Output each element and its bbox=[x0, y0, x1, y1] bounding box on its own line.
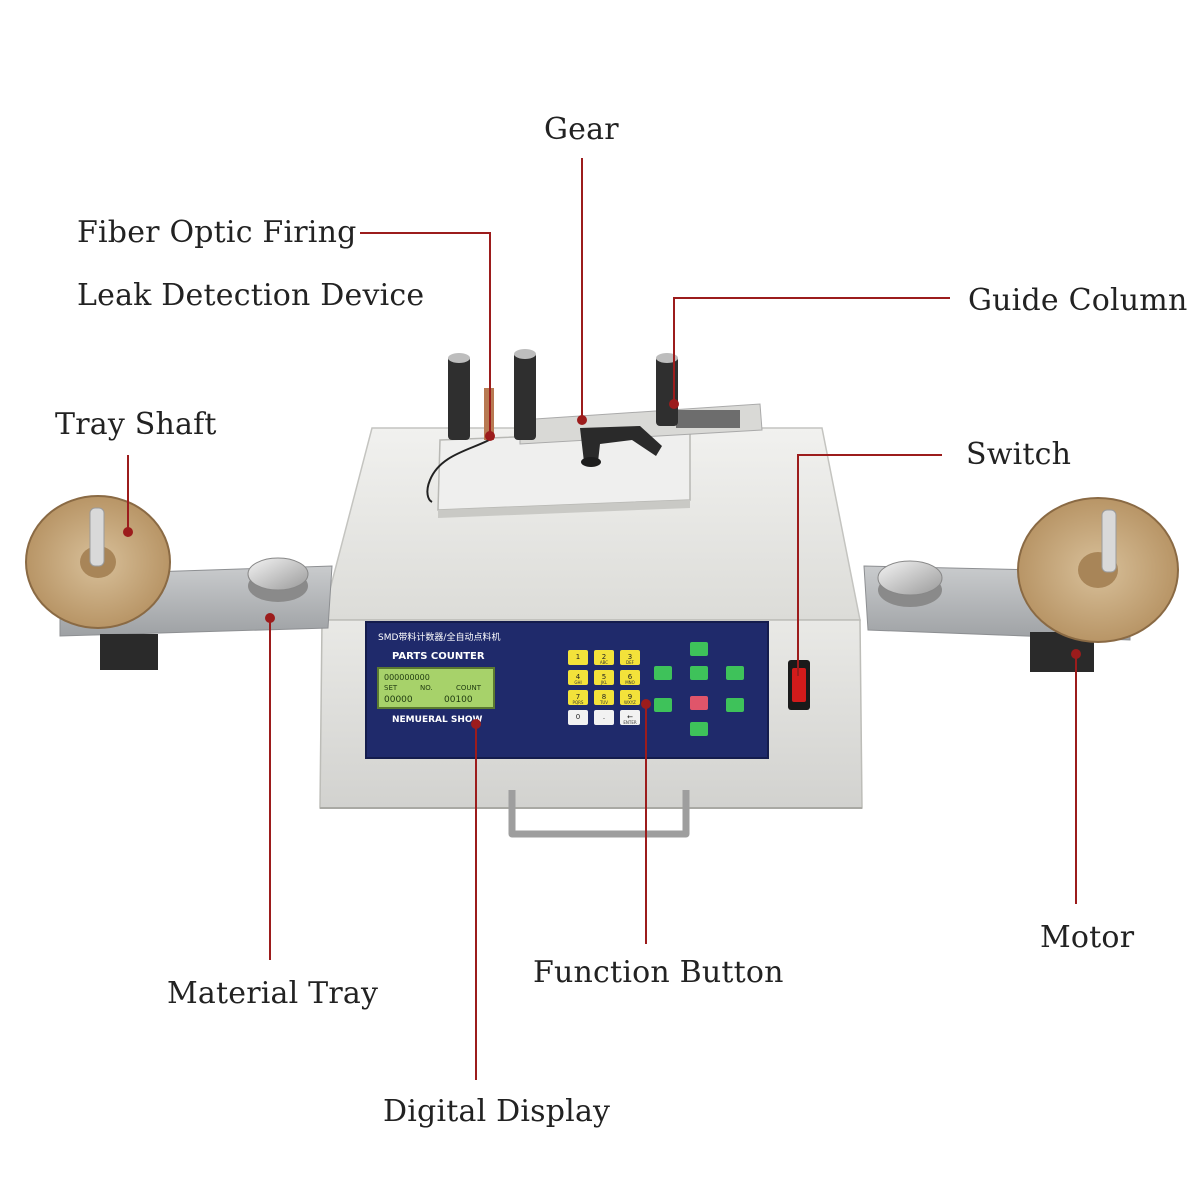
label-fiber-optic-line1: Fiber Optic Firing bbox=[77, 215, 357, 250]
keypad-key-label: 0 bbox=[576, 713, 580, 721]
keypad-key-sublabel: ENTER bbox=[623, 720, 636, 725]
lcd-set: SET bbox=[384, 684, 398, 692]
function-key[interactable] bbox=[654, 666, 672, 680]
keypad-key[interactable] bbox=[568, 710, 588, 725]
label-motor: Motor bbox=[1040, 920, 1135, 955]
keypad-key-label: 4 bbox=[576, 673, 581, 681]
right-puck bbox=[877, 560, 943, 607]
keypad-key[interactable] bbox=[620, 710, 640, 725]
drawer-handle[interactable] bbox=[508, 790, 690, 838]
keypad-key-sublabel: JKL bbox=[600, 680, 608, 685]
leader-switch bbox=[797, 454, 942, 676]
function-key[interactable] bbox=[690, 666, 708, 680]
function-key[interactable] bbox=[690, 722, 708, 736]
left-reel bbox=[25, 495, 171, 629]
keypad-key-label: 3 bbox=[628, 653, 632, 661]
keypad-key-label: 8 bbox=[602, 693, 606, 701]
keypad-key-label: ← bbox=[627, 713, 633, 721]
panel-top-text: SMD带料计数器/全自动点料机 bbox=[378, 631, 500, 643]
label-digital-display: Digital Display bbox=[383, 1094, 611, 1129]
keypad-key-label: 5 bbox=[602, 673, 606, 681]
gear-bracket bbox=[676, 410, 740, 428]
keypad-key[interactable] bbox=[620, 690, 640, 705]
power-switch[interactable] bbox=[788, 660, 810, 710]
function-key[interactable] bbox=[726, 698, 744, 712]
keypad-key-label: 6 bbox=[628, 673, 633, 681]
keypad-key-label: 2 bbox=[602, 653, 606, 661]
gear-handle bbox=[580, 426, 662, 467]
keypad-key[interactable] bbox=[594, 650, 614, 665]
label-function-button: Function Button bbox=[533, 955, 784, 990]
keypad-key[interactable] bbox=[568, 650, 588, 665]
callout-leaders bbox=[127, 158, 1077, 1080]
right-reel bbox=[1017, 497, 1179, 643]
panel-brand: PARTS COUNTER bbox=[392, 651, 485, 662]
lcd-value-a: 00000 bbox=[384, 695, 413, 705]
control-panel: SMD带料计数器/全自动点料机 PARTS COUNTER 000000000 … bbox=[365, 621, 769, 759]
keypad-key-label: . bbox=[603, 713, 605, 721]
function-key[interactable] bbox=[726, 666, 744, 680]
keypad-key-sublabel: WXYZ bbox=[624, 700, 636, 705]
left-puck bbox=[247, 557, 309, 602]
keypad-key-sublabel: TUV bbox=[599, 700, 608, 705]
function-keys bbox=[654, 642, 744, 736]
keypad-key-sublabel: GHI bbox=[574, 680, 581, 685]
keypad-key[interactable] bbox=[568, 670, 588, 685]
callout-dots bbox=[123, 399, 1081, 729]
function-key-stop[interactable] bbox=[690, 696, 708, 710]
keypad-key-sublabel: DEF bbox=[626, 660, 635, 665]
lcd-line1: 000000000 bbox=[384, 673, 430, 682]
keypad-key[interactable] bbox=[594, 690, 614, 705]
keypad-key[interactable] bbox=[568, 690, 588, 705]
display-caption: NEMUERAL SHOW bbox=[392, 715, 483, 725]
keypad-key-sublabel: MNO bbox=[625, 680, 635, 685]
function-key[interactable] bbox=[690, 642, 708, 656]
keypad-key-sublabel: ABC bbox=[600, 660, 608, 665]
label-guide-column: Guide Column bbox=[968, 283, 1188, 318]
keypad-key-sublabel: PQRS bbox=[573, 700, 584, 705]
lcd-screen bbox=[377, 667, 495, 709]
keypad-key[interactable] bbox=[620, 670, 640, 685]
keypad-key-label: 7 bbox=[576, 693, 580, 701]
leader-guide-column bbox=[673, 297, 950, 404]
keypad-key[interactable] bbox=[594, 670, 614, 685]
label-gear: Gear bbox=[544, 112, 619, 147]
keypad-key-label: 9 bbox=[628, 693, 632, 701]
label-tray-shaft: Tray Shaft bbox=[55, 407, 217, 442]
keypad-key[interactable] bbox=[620, 650, 640, 665]
lcd-no: NO. bbox=[420, 684, 433, 692]
left-motor bbox=[100, 634, 158, 670]
lcd-count: COUNT bbox=[456, 684, 482, 692]
function-key[interactable] bbox=[654, 698, 672, 712]
label-switch: Switch bbox=[966, 437, 1072, 472]
label-material-tray: Material Tray bbox=[167, 976, 379, 1011]
label-fiber-optic-line2: Leak Detection Device bbox=[77, 278, 425, 313]
keypad-key[interactable] bbox=[594, 710, 614, 725]
lcd-value-b: 00100 bbox=[444, 695, 473, 705]
leader-fiber-optic bbox=[360, 232, 491, 434]
keypad-key-label: 1 bbox=[576, 653, 580, 661]
